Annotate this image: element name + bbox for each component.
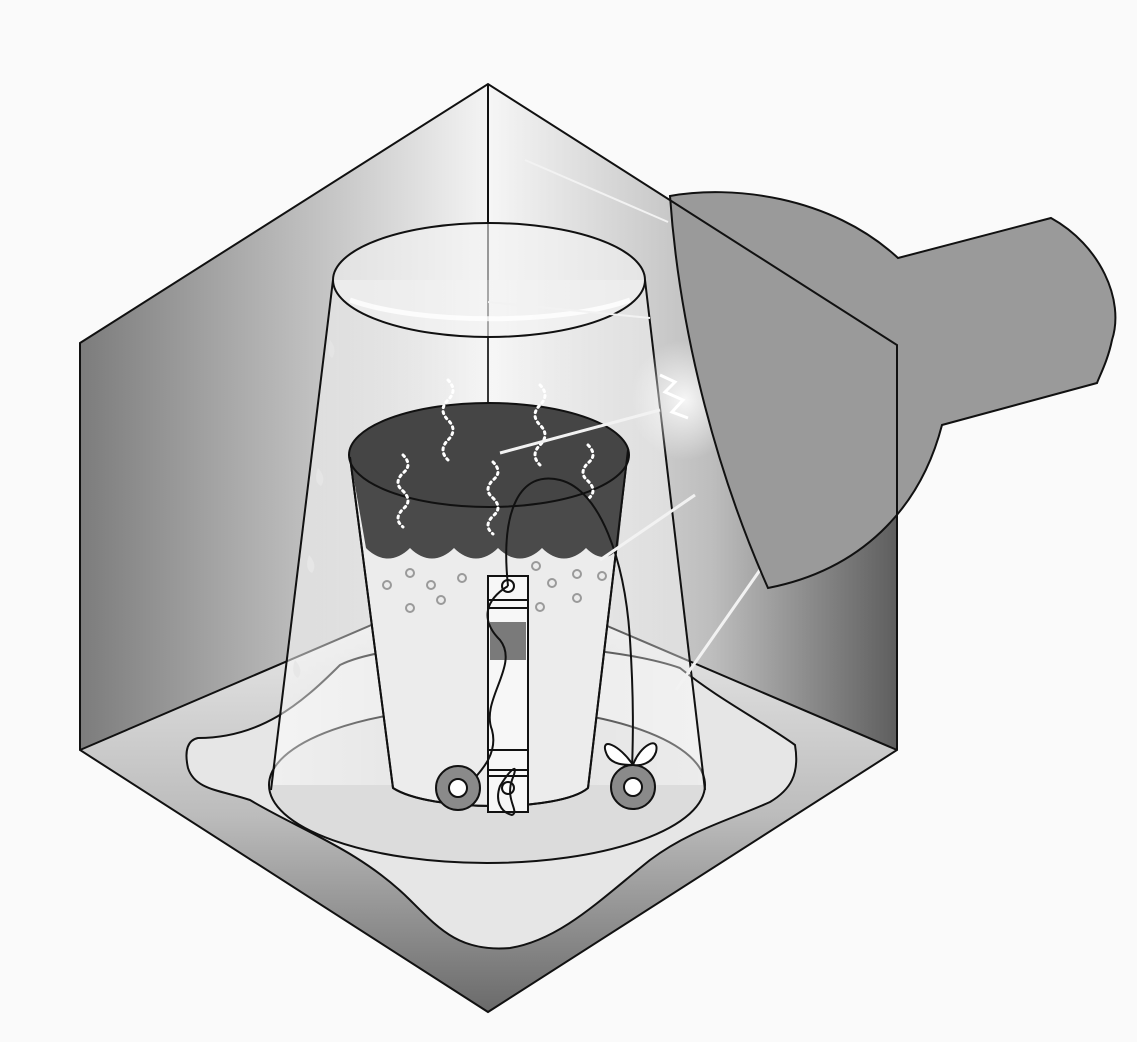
- strip-band: [490, 622, 526, 660]
- strip-bottom-hole: [502, 782, 514, 794]
- liquid-top: [349, 403, 629, 507]
- clip-icon: [436, 766, 480, 810]
